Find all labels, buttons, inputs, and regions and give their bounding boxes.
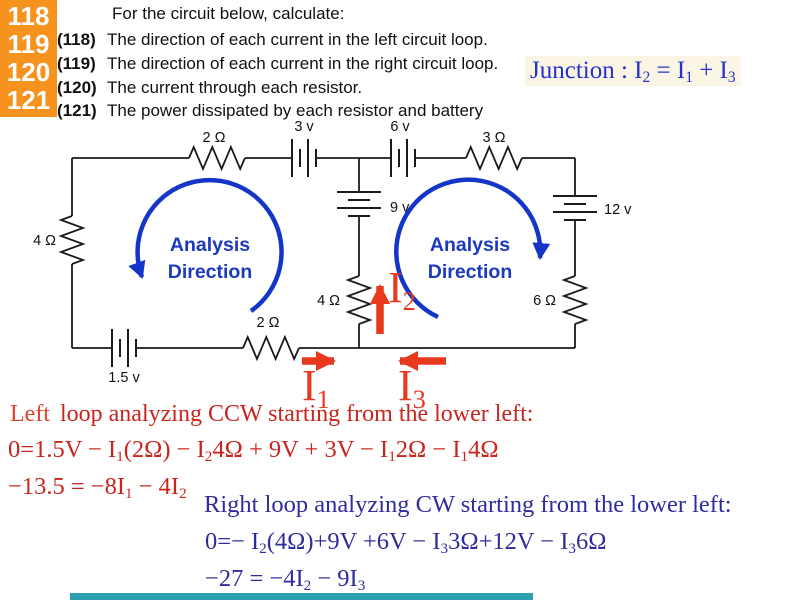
label-resistor-2ohm-top: 2 Ω [203, 130, 226, 146]
resistor-3ohm-top [465, 144, 523, 172]
problem-intro: For the circuit below, calculate: [112, 4, 345, 23]
item-number: (119) [57, 54, 96, 73]
problem-number-badge: 118 119 120 121 [0, 0, 57, 117]
item-text: The direction of each current in the lef… [107, 30, 488, 49]
problem-number-1: 118 [7, 1, 50, 31]
item-text: The direction of each current in the rig… [107, 54, 499, 73]
label-resistor-4ohm-middle: 4 Ω [317, 293, 340, 309]
left-loop-equation-2: −13.5 = −8I1 − 4I2 [8, 473, 187, 503]
label-resistor-4ohm-left: 4 Ω [33, 233, 56, 249]
left-loop-heading-word: Left [10, 401, 50, 427]
item-number: (121) [57, 101, 97, 120]
current-arrows [302, 284, 446, 371]
analysis-direction-left-line2: Direction [168, 261, 253, 283]
left-loop-heading: Left loop analyzing CCW starting from the… [10, 401, 533, 428]
analysis-direction-right-line1: Analysis [430, 234, 510, 256]
left-loop-equation-1: 0=1.5V − I1(2Ω) − I24Ω + 9V + 3V − I12Ω … [8, 436, 499, 466]
circuit-wires [58, 144, 589, 362]
label-battery-3v: 3 v [294, 119, 314, 135]
current-label-i2: I2 [388, 263, 416, 317]
resistor-6ohm-right [561, 275, 589, 325]
problem-number-2: 119 [7, 29, 50, 59]
resistor-4ohm-left [58, 215, 86, 265]
label-battery-12v: 12 v [604, 202, 632, 218]
battery-1-5v [111, 329, 137, 367]
label-battery-6v: 6 v [390, 119, 410, 135]
item-number: (118) [57, 30, 96, 49]
analysis-direction-labels: Analysis Direction Analysis Direction [168, 234, 513, 283]
item-number: (120) [57, 78, 97, 97]
resistor-4ohm-middle [345, 275, 373, 325]
junction-equation: Junction : I2 = I1 + I3 [525, 56, 741, 86]
label-resistor-3ohm-top: 3 Ω [483, 130, 506, 146]
label-battery-1-5v: 1.5 v [108, 370, 140, 386]
battery-3v [291, 139, 317, 177]
analysis-direction-right-line2: Direction [428, 261, 513, 283]
footer-bar [70, 593, 533, 600]
problem-number-4: 121 [6, 85, 51, 115]
battery-6v [390, 139, 416, 177]
analysis-arcs [128, 177, 551, 320]
label-resistor-6ohm-right: 6 Ω [533, 293, 556, 309]
cw-arrow-right-loop [394, 177, 551, 320]
problem-item-118: (118) The direction of each current in th… [57, 30, 488, 50]
analysis-direction-left-line1: Analysis [170, 234, 250, 256]
current-label-i3: I3 [398, 361, 426, 415]
label-resistor-2ohm-bottom: 2 Ω [257, 315, 280, 331]
problem-item-121: (121) The power dissipated by each resist… [57, 101, 483, 121]
ccw-arrow-left-loop [128, 177, 284, 313]
problem-item-120: (120) The current through each resistor. [57, 78, 362, 98]
resistor-2ohm-top [188, 144, 246, 172]
battery-12v [553, 195, 597, 221]
component-labels: 2 Ω 3 v 6 v 3 Ω 4 Ω 9 v 12 v 4 Ω 6 Ω 2 Ω… [33, 119, 632, 386]
battery-9v [337, 191, 381, 217]
batteries [111, 139, 597, 367]
right-loop-heading: Right loop analyzing CW starting from th… [204, 491, 732, 518]
problem-number-3: 120 [6, 57, 51, 87]
current-label-i1: I1 [302, 361, 330, 415]
right-loop-equation-1: 0=− I2(4Ω)+9V +6V − I33Ω+12V − I36Ω [205, 528, 607, 558]
problem-item-119: (119) The direction of each current in th… [57, 54, 498, 74]
label-battery-9v: 9 v [390, 200, 410, 216]
item-text: The power dissipated by each resistor an… [107, 101, 484, 120]
resistor-2ohm-bottom [242, 334, 300, 362]
item-text: The current through each resistor. [107, 78, 363, 97]
left-loop-heading-rest: loop analyzing CCW starting from the low… [59, 401, 534, 427]
right-loop-equation-2: −27 = −4I2 − 9I3 [205, 565, 366, 595]
